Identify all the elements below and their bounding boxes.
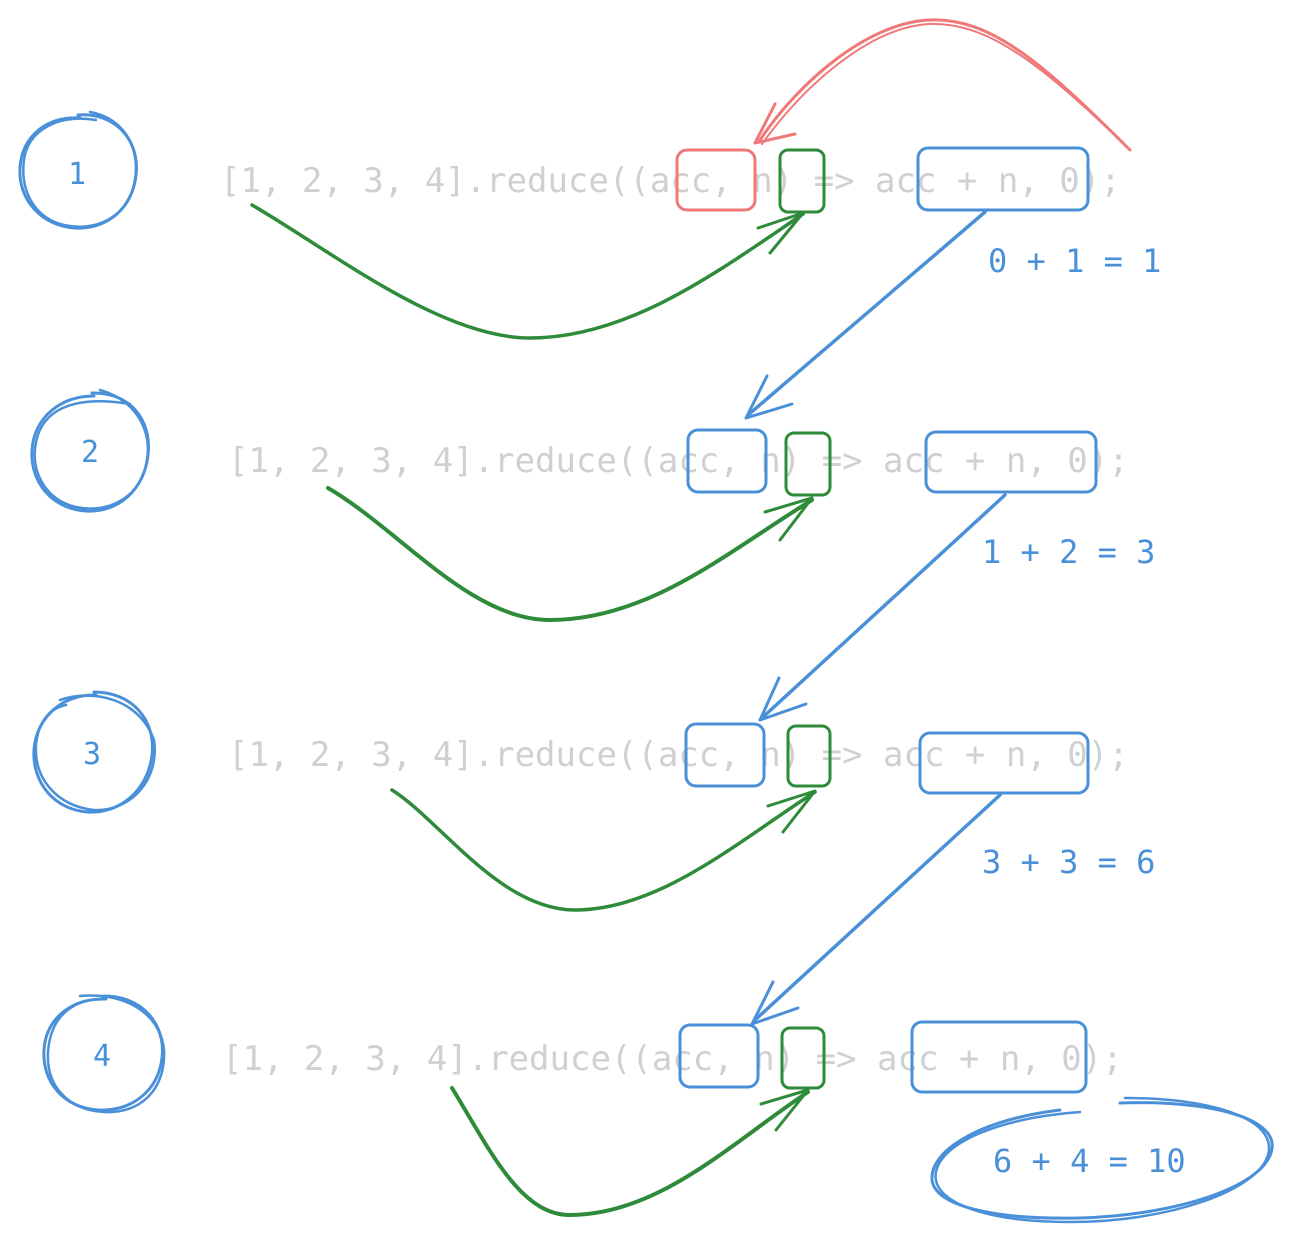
step-4: 4 [1, 2, 3, 4].reduce((acc, n) => acc + …	[42, 994, 1274, 1224]
step-4-equation: 6 + 4 = 10	[993, 1142, 1186, 1180]
final-result-ellipse	[930, 1096, 1274, 1224]
step-2-code: [1, 2, 3, 4].reduce((acc, n) => acc + n,…	[228, 441, 1129, 481]
step-3-circle: 3	[32, 690, 157, 814]
step-3-body-box	[918, 731, 1090, 795]
step-4-circle: 4	[42, 994, 166, 1114]
step-4-body-box	[910, 1020, 1088, 1094]
accumulator-arrow-3-to-4	[750, 793, 1002, 1026]
step-4-code: [1, 2, 3, 4].reduce((acc, n) => acc + n,…	[222, 1039, 1123, 1079]
step-3-code: [1, 2, 3, 4].reduce((acc, n) => acc + n,…	[228, 735, 1129, 775]
step-3-element-arrow	[390, 788, 817, 912]
step-1-equation: 0 + 1 = 1	[988, 242, 1161, 280]
step-2-circle: 2	[30, 388, 150, 513]
step-3-number: 3	[83, 737, 101, 772]
step-2-acc-param-box	[686, 428, 768, 494]
step-3: 3 [1, 2, 3, 4].reduce((acc, n) => acc + …	[32, 690, 1155, 912]
step-2-n-param-box	[784, 431, 832, 497]
step-4-element-arrow	[450, 1086, 810, 1217]
step-1-acc-param-box	[675, 148, 757, 212]
step-3-n-param-box	[786, 724, 832, 788]
accumulator-arrow-2-to-3	[758, 493, 1007, 722]
step-1-circle: 1	[18, 110, 138, 230]
step-3-acc-param-box	[684, 722, 766, 788]
step-2-element-arrow	[326, 486, 814, 622]
step-2-equation: 1 + 2 = 3	[982, 533, 1155, 571]
step-1-element-arrow	[250, 203, 805, 340]
accumulator-arrow-1-to-2	[744, 210, 987, 420]
step-2-number: 2	[81, 435, 99, 470]
step-1: 1 [1, 2, 3, 4].reduce((acc, n) => acc + …	[18, 18, 1161, 340]
step-1-number: 1	[68, 157, 86, 192]
initial-value-arrow	[753, 18, 1132, 152]
step-1-body-box	[916, 146, 1090, 212]
step-1-code: [1, 2, 3, 4].reduce((acc, n) => acc + n,…	[220, 161, 1121, 201]
step-4-acc-param-box	[678, 1023, 760, 1089]
step-2: 2 [1, 2, 3, 4].reduce((acc, n) => acc + …	[30, 388, 1155, 622]
step-2-body-box	[924, 430, 1098, 494]
step-3-equation: 3 + 3 = 6	[982, 843, 1155, 881]
step-4-number: 4	[93, 1039, 111, 1074]
step-4-n-param-box	[780, 1026, 826, 1090]
